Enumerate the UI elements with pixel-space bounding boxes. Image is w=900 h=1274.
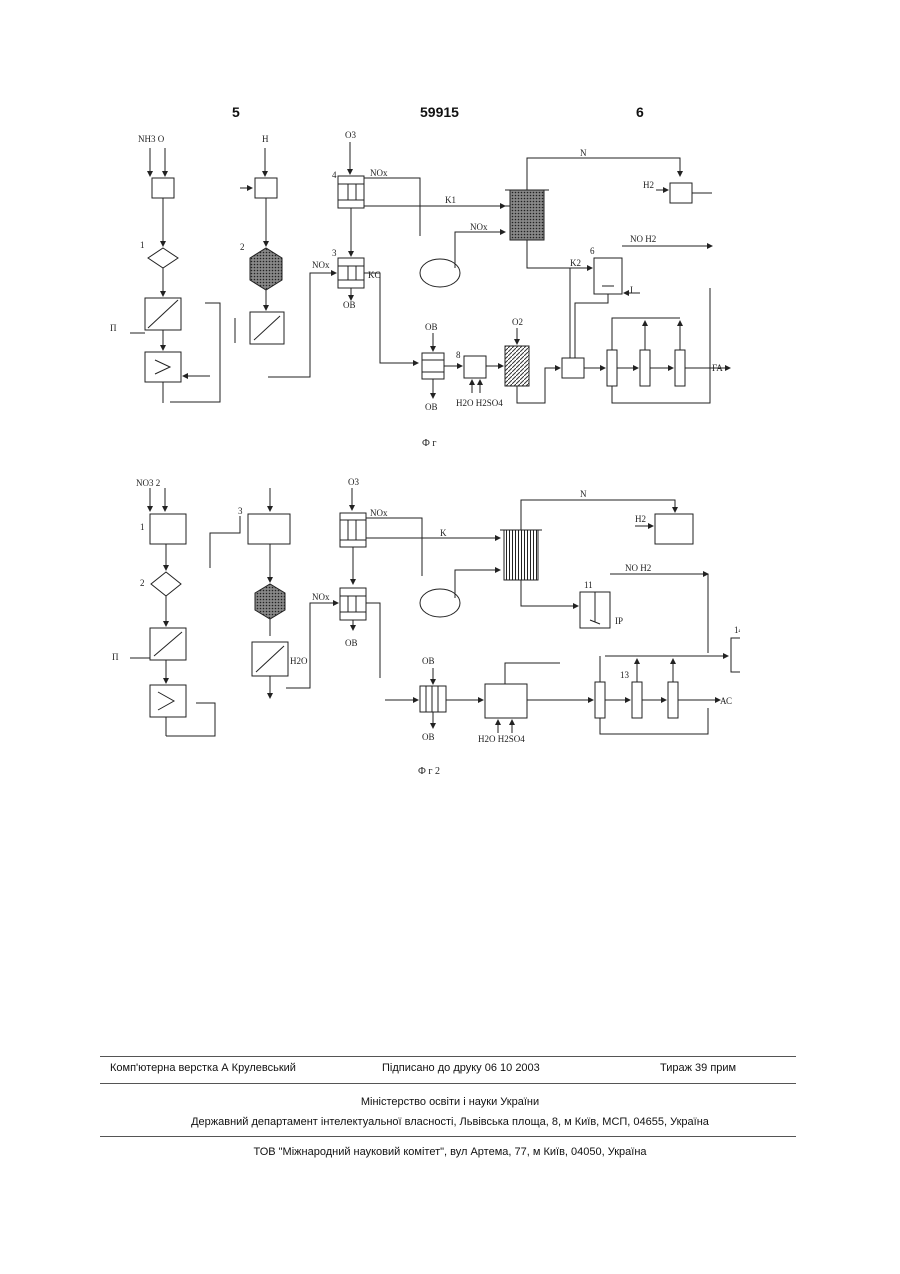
fig1-input-mid: H xyxy=(262,134,269,144)
fig2-h2: H2 xyxy=(635,514,646,524)
fig2-ov2: ОВ xyxy=(422,656,435,666)
ministry-line: Міністерство освіти і науки України xyxy=(0,1096,900,1108)
fig2-num-3: 3 xyxy=(238,506,243,516)
company-line: ТОВ "Міжнародний науковий комітет", вул … xyxy=(0,1146,900,1158)
patent-number: 59915 xyxy=(420,104,459,120)
fig2-ip: IP xyxy=(615,616,623,626)
fig2-input-o3: O3 xyxy=(348,478,359,487)
fig1-num-4: 4 xyxy=(332,170,337,180)
footer-rule-mid xyxy=(100,1083,796,1084)
page-number-right: 6 xyxy=(636,104,644,120)
fig1-output: ГА xyxy=(712,363,723,373)
fig2-caption: Ф г 2 xyxy=(418,766,440,777)
department-line: Державний департамент інтелектуальної вл… xyxy=(0,1116,900,1128)
process-diagram-1: NH3 O H O3 NOx NOx NOx N H2 K1 K2 NO H2 … xyxy=(100,128,740,458)
footer-rule-top xyxy=(100,1056,796,1057)
fig2-output: АС xyxy=(720,696,732,706)
fig2-num-2: 2 xyxy=(140,578,145,588)
fig2-h2o-h2so4: H2O H2SO4 xyxy=(478,734,525,744)
fig1-ov2: ОВ xyxy=(425,322,438,332)
fig1-ov1: ОВ xyxy=(343,300,356,310)
fig1-num-2: 2 xyxy=(240,242,245,252)
fig1-nox-c: NOx xyxy=(312,260,330,270)
fig1-p-label: П xyxy=(110,323,117,333)
fig2-num-1: 1 xyxy=(140,522,145,532)
fig1-caption: Ф г xyxy=(422,438,437,449)
fig2-num-14: 14 xyxy=(734,625,740,635)
fig1-ks: KC xyxy=(368,270,381,280)
fig1-nox-b: NOx xyxy=(470,222,488,232)
fig1-num-3: 3 xyxy=(332,248,337,258)
fig1-input-left: NH3 O xyxy=(138,134,165,144)
fig2-n2: N xyxy=(580,489,587,499)
fig2-num-11: 11 xyxy=(584,580,593,590)
fig2-ov3: ОВ xyxy=(422,732,435,742)
fig1-num-8: 8 xyxy=(456,350,461,360)
fig1-ov3: ОВ xyxy=(425,402,438,412)
fig1-o2: O2 xyxy=(512,317,523,327)
fig2-p-label: П xyxy=(112,652,119,662)
fig2-h2o: H2O xyxy=(290,656,308,666)
fig2-nox-b: NOx xyxy=(312,592,330,602)
page-number-left: 5 xyxy=(232,104,240,120)
fig1-h2: H2 xyxy=(643,180,654,190)
fig1-k1: K1 xyxy=(445,195,456,205)
fig2-input-left: NO3 2 xyxy=(136,478,160,488)
footer-rule-bottom xyxy=(100,1136,796,1137)
fig1-no-h2: NO H2 xyxy=(630,234,656,244)
fig2-k: K xyxy=(440,528,447,538)
fig1-num-1: 1 xyxy=(140,240,145,250)
layout-credit: Комп'ютерна верстка А Крулевський xyxy=(110,1062,296,1074)
fig1-h2o-h2so4: H2O H2SO4 xyxy=(456,398,503,408)
fig1-k2: K2 xyxy=(570,258,581,268)
fig2-no-h2: NO H2 xyxy=(625,563,651,573)
fig1-num-6: 6 xyxy=(590,246,595,256)
process-diagram-2: NO3 2 O3 NOx NOx K N H2 NO H2 ОВ ОВ ОВ H… xyxy=(100,478,740,783)
fig1-n2: N xyxy=(580,148,587,158)
fig2-num-13: 13 xyxy=(620,670,630,680)
fig1-input-o3: O3 xyxy=(345,130,356,140)
print-run: Тираж 39 прим xyxy=(660,1062,736,1074)
signed-date: Підписано до друку 06 10 2003 xyxy=(382,1062,540,1074)
fig2-ov1: ОВ xyxy=(345,638,358,648)
fig1-nox-a: NOx xyxy=(370,168,388,178)
fig1-num-I: I xyxy=(630,285,633,295)
fig2-nox-a: NOx xyxy=(370,508,388,518)
